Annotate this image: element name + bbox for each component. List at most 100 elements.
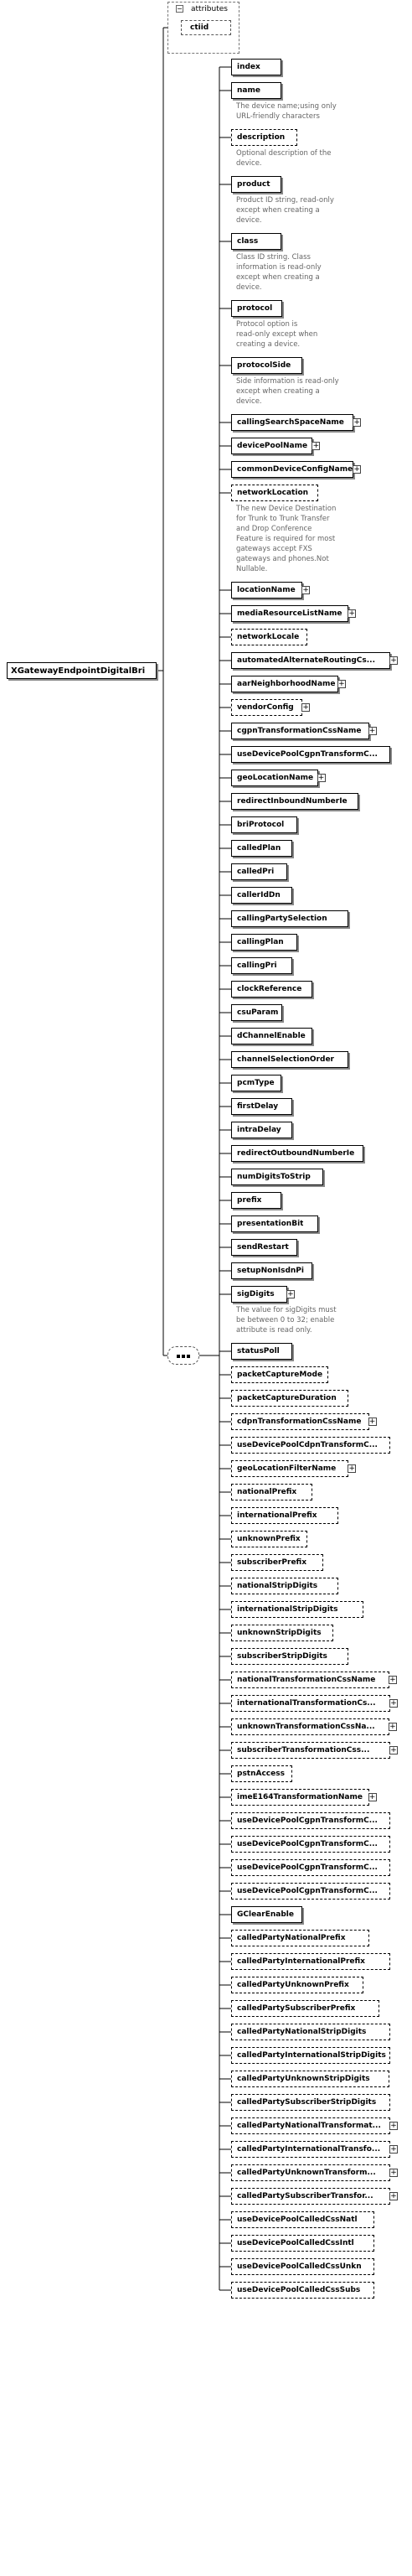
element-0[interactable]: index xyxy=(231,59,281,75)
expand-plus-icon[interactable]: + xyxy=(368,1793,377,1801)
expand-plus-icon[interactable]: + xyxy=(317,774,326,782)
element-75[interactable]: calledPartyNationalTransformat...+ xyxy=(231,2117,398,2134)
element-38[interactable]: presentationBit xyxy=(231,1215,318,1232)
element-5[interactable]: protocol xyxy=(231,300,282,317)
element-9[interactable]: commonDeviceConfigName+ xyxy=(231,461,362,478)
expand-plus-icon[interactable]: + xyxy=(389,656,398,665)
element-56[interactable]: nationalTransformationCssName+ xyxy=(231,1672,397,1688)
element-52[interactable]: nationalStripDigits xyxy=(231,1578,338,1594)
element-53[interactable]: internationalStripDigits xyxy=(231,1601,364,1618)
expand-plus-icon[interactable]: + xyxy=(348,609,357,618)
expand-plus-icon[interactable]: + xyxy=(348,1464,357,1473)
element-78[interactable]: calledPartySubscriberTransfor...+ xyxy=(231,2188,398,2205)
element-18[interactable]: useDevicePoolCgpnTransformC... xyxy=(231,746,390,763)
expand-plus-icon[interactable]: + xyxy=(389,2122,398,2130)
expand-plus-icon[interactable]: + xyxy=(337,680,346,688)
element-14[interactable]: automatedAlternateRoutingCs...+ xyxy=(231,652,398,669)
element-55[interactable]: subscriberStripDigits xyxy=(231,1648,349,1665)
element-74[interactable]: calledPartySubscriberStripDigits xyxy=(231,2094,390,2111)
element-70[interactable]: calledPartySubscriberPrefix xyxy=(231,2000,379,2017)
element-46[interactable]: useDevicePoolCdpnTransformC... xyxy=(231,1437,390,1454)
root-element[interactable]: XGatewayEndpointDigitalBri xyxy=(7,662,157,679)
element-67[interactable]: calledPartyNationalPrefix xyxy=(231,1930,369,1946)
element-22[interactable]: calledPlan xyxy=(231,840,292,857)
element-7[interactable]: callingSearchSpaceName+ xyxy=(231,414,362,431)
element-10[interactable]: networkLocation xyxy=(231,485,318,501)
element-58[interactable]: unknownTransformationCssNa...+ xyxy=(231,1718,397,1735)
element-57[interactable]: internationalTransformationCs...+ xyxy=(231,1695,398,1712)
element-54[interactable]: unknownStripDigits xyxy=(231,1625,333,1641)
element-12[interactable]: mediaResourceListName+ xyxy=(231,605,357,622)
element-60[interactable]: pstnAccess xyxy=(231,1765,292,1782)
element-81[interactable]: useDevicePoolCalledCssUnkn xyxy=(231,2258,374,2275)
expand-plus-icon[interactable]: + xyxy=(286,1290,295,1298)
element-64[interactable]: useDevicePoolCgpnTransformC... xyxy=(231,1859,390,1876)
expand-plus-icon[interactable]: + xyxy=(368,727,377,735)
element-31[interactable]: channelSelectionOrder xyxy=(231,1051,349,1068)
expand-plus-icon[interactable]: + xyxy=(301,703,311,712)
expand-plus-icon[interactable]: + xyxy=(389,2192,398,2200)
expand-plus-icon[interactable]: + xyxy=(353,418,362,427)
expand-plus-icon[interactable]: + xyxy=(301,586,311,594)
element-35[interactable]: redirectOutboundNumberIe xyxy=(231,1145,364,1162)
element-47[interactable]: geoLocationFilterName+ xyxy=(231,1460,357,1477)
element-80[interactable]: useDevicePoolCalledCssIntl xyxy=(231,2235,374,2252)
element-23[interactable]: calledPri xyxy=(231,863,287,880)
element-33[interactable]: firstDelay xyxy=(231,1098,292,1115)
element-71[interactable]: calledPartyNationalStripDigits xyxy=(231,2024,390,2040)
element-4[interactable]: class xyxy=(231,233,281,250)
element-79[interactable]: useDevicePoolCalledCssNatl xyxy=(231,2211,374,2228)
expand-plus-icon[interactable]: + xyxy=(388,1723,397,1731)
element-16[interactable]: vendorConfig+ xyxy=(231,699,311,716)
element-40[interactable]: setupNonIsdnPi xyxy=(231,1262,313,1279)
element-82[interactable]: useDevicePoolCalledCssSubs xyxy=(231,2282,374,2299)
expand-plus-icon[interactable]: + xyxy=(368,1418,377,1426)
element-29[interactable]: csuParam xyxy=(231,1004,282,1021)
element-66[interactable]: GClearEnable xyxy=(231,1906,303,1923)
element-45[interactable]: cdpnTransformationCssName+ xyxy=(231,1413,377,1430)
element-28[interactable]: clockReference xyxy=(231,981,313,998)
element-51[interactable]: subscriberPrefix xyxy=(231,1554,323,1571)
element-69[interactable]: calledPartyUnknownPrefix xyxy=(231,1977,364,1993)
attribute-ctiid[interactable]: ctiid xyxy=(181,20,231,35)
element-19[interactable]: geoLocationName+ xyxy=(231,770,326,786)
element-21[interactable]: briProtocol xyxy=(231,816,298,833)
element-27[interactable]: callingPri xyxy=(231,957,292,974)
element-77[interactable]: calledPartyUnknownTransform...+ xyxy=(231,2164,398,2181)
expand-plus-icon[interactable]: + xyxy=(389,1699,398,1708)
element-73[interactable]: calledPartyUnknownStripDigits xyxy=(231,2071,389,2087)
element-8[interactable]: devicePoolName+ xyxy=(231,438,321,454)
element-59[interactable]: subscriberTransformationCss...+ xyxy=(231,1742,398,1759)
element-72[interactable]: calledPartyInternationalStripDigits xyxy=(231,2047,390,2064)
element-50[interactable]: unknownPrefix xyxy=(231,1531,308,1547)
element-37[interactable]: prefix xyxy=(231,1192,281,1209)
element-20[interactable]: redirectInboundNumberIe xyxy=(231,793,359,810)
collapse-toggle-icon[interactable]: − xyxy=(176,5,183,13)
expand-plus-icon[interactable]: + xyxy=(389,2145,398,2154)
element-17[interactable]: cgpnTransformationCssName+ xyxy=(231,723,377,739)
element-2[interactable]: description xyxy=(231,129,298,146)
element-62[interactable]: useDevicePoolCgpnTransformC... xyxy=(231,1812,390,1829)
element-30[interactable]: dChannelEnable xyxy=(231,1028,313,1044)
element-11[interactable]: locationName+ xyxy=(231,582,311,599)
element-24[interactable]: callerIdDn xyxy=(231,887,292,904)
element-43[interactable]: packetCaptureMode xyxy=(231,1366,328,1383)
expand-plus-icon[interactable]: + xyxy=(388,1676,397,1684)
element-34[interactable]: intraDelay xyxy=(231,1122,292,1138)
element-76[interactable]: calledPartyInternationalTransfo...+ xyxy=(231,2141,398,2158)
element-6[interactable]: protocolSide xyxy=(231,357,303,374)
expand-plus-icon[interactable]: + xyxy=(389,2169,398,2177)
element-32[interactable]: pcmType xyxy=(231,1075,281,1091)
element-44[interactable]: packetCaptureDuration xyxy=(231,1390,349,1407)
element-63[interactable]: useDevicePoolCgpnTransformC... xyxy=(231,1836,390,1853)
element-36[interactable]: numDigitsToStrip xyxy=(231,1169,323,1185)
sequence-compositor[interactable] xyxy=(167,1346,199,1365)
element-61[interactable]: imeE164TransformationName+ xyxy=(231,1789,377,1806)
expand-plus-icon[interactable]: + xyxy=(353,465,362,474)
element-42[interactable]: statusPoll xyxy=(231,1343,292,1360)
element-15[interactable]: aarNeighborhoodName+ xyxy=(231,676,346,692)
element-49[interactable]: internationalPrefix xyxy=(231,1507,338,1524)
element-39[interactable]: sendRestart xyxy=(231,1239,298,1256)
element-25[interactable]: callingPartySelection xyxy=(231,910,349,927)
element-1[interactable]: name xyxy=(231,82,281,99)
